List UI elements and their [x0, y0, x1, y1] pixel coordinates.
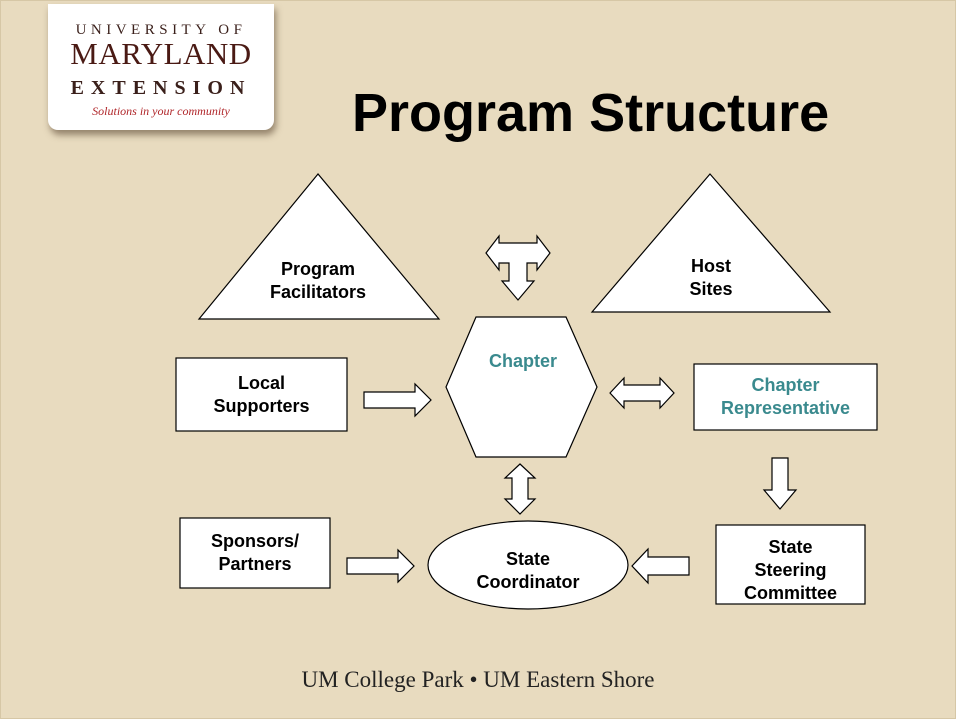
box-local-supporters: [175, 357, 348, 432]
label-host-sites: Host Sites: [689, 256, 733, 299]
label-chapter-representative: Chapter Representative: [720, 375, 851, 418]
triangle-program-facilitators: [197, 173, 441, 320]
label-state-coordinator: State Coordinator: [476, 549, 580, 592]
box-chapter-representative: [693, 363, 878, 431]
logo-line-extension: EXTENSION: [70, 77, 252, 99]
label-sponsors-partners: Sponsors/ Partners: [210, 531, 299, 574]
university-logo: UNIVERSITY OF MARYLAND EXTENSION Solutio…: [48, 4, 274, 130]
arrow-representative-to-committee: [762, 457, 798, 510]
box-state-steering-committee: [715, 524, 866, 605]
hexagon-chapter: [445, 316, 598, 458]
arrow-chapter-coordinator: [503, 463, 537, 515]
arrow-sponsors-to-coordinator: [346, 548, 415, 584]
logo-tagline: Solutions in your community: [92, 104, 230, 118]
box-sponsors-partners: [179, 517, 331, 589]
logo-line-university-of: UNIVERSITY OF: [75, 22, 247, 38]
footer-campuses: UM College Park • UM Eastern Shore: [301, 667, 655, 692]
label-local-supporters: Local Supporters: [213, 373, 310, 416]
page-title: Program Structure: [352, 83, 830, 143]
logo-line-maryland: MARYLAND: [70, 36, 252, 71]
label-program-facilitators: Program Facilitators: [269, 259, 367, 302]
t-arrow-top: [485, 234, 551, 301]
label-state-steering-committee: State Steering Committee: [743, 537, 837, 603]
arrow-chapter-representative: [609, 376, 675, 410]
arrow-local-to-chapter: [363, 382, 432, 418]
triangle-host-sites: [590, 173, 832, 313]
ellipse-state-coordinator: [427, 520, 629, 610]
label-chapter: Chapter: [488, 351, 557, 371]
arrow-committee-to-coordinator: [631, 547, 690, 585]
